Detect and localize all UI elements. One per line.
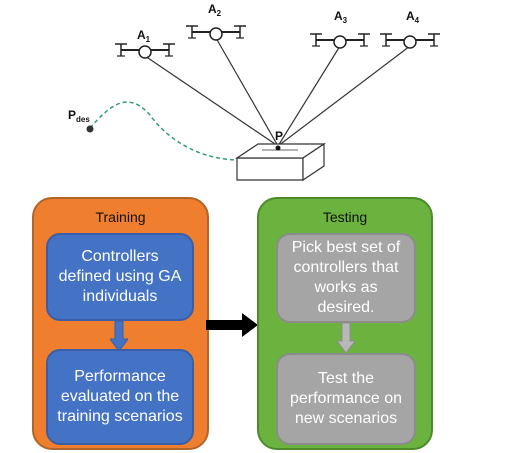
cable-a3 (277, 45, 341, 147)
drone-a1 (114, 43, 176, 59)
payload-box (235, 142, 326, 182)
training-down-arrow (110, 321, 128, 351)
drone-a1-label: A1 (137, 28, 151, 44)
test-performance-box: Test the performance on new scenarios (276, 353, 416, 445)
testing-panel: Testing Pick best set of controllers tha… (257, 197, 433, 450)
controllers-step-box: Controllers defined using GA individuals (46, 233, 194, 321)
cable-a1 (144, 55, 279, 147)
testing-down-arrow (337, 323, 355, 353)
desired-point (86, 125, 94, 133)
payload-point (275, 145, 281, 151)
payload-label: P (275, 129, 283, 143)
cable-a2 (215, 37, 279, 147)
cables (144, 37, 411, 147)
desired-point-label: Pdes (68, 108, 90, 124)
drone-a3-label: A3 (334, 9, 348, 25)
cable-a4 (277, 45, 411, 147)
training-title: Training (95, 209, 146, 225)
drone-a2-label: A2 (208, 2, 222, 18)
drone-a2 (185, 25, 247, 41)
drone-a4 (379, 33, 441, 49)
drone-a3 (309, 33, 371, 49)
training-to-testing-arrow (206, 313, 258, 337)
training-panel: Training Controllers defined using GA in… (32, 197, 209, 450)
drone-a4-label: A4 (406, 9, 420, 25)
performance-step-box: Performance evaluated on the training sc… (46, 349, 194, 445)
testing-title: Testing (322, 209, 368, 225)
payload-transport-scene: A1 A2 A3 A4 Pdes P (68, 2, 441, 182)
pick-controllers-box: Pick best set of controllers that works … (276, 233, 416, 323)
